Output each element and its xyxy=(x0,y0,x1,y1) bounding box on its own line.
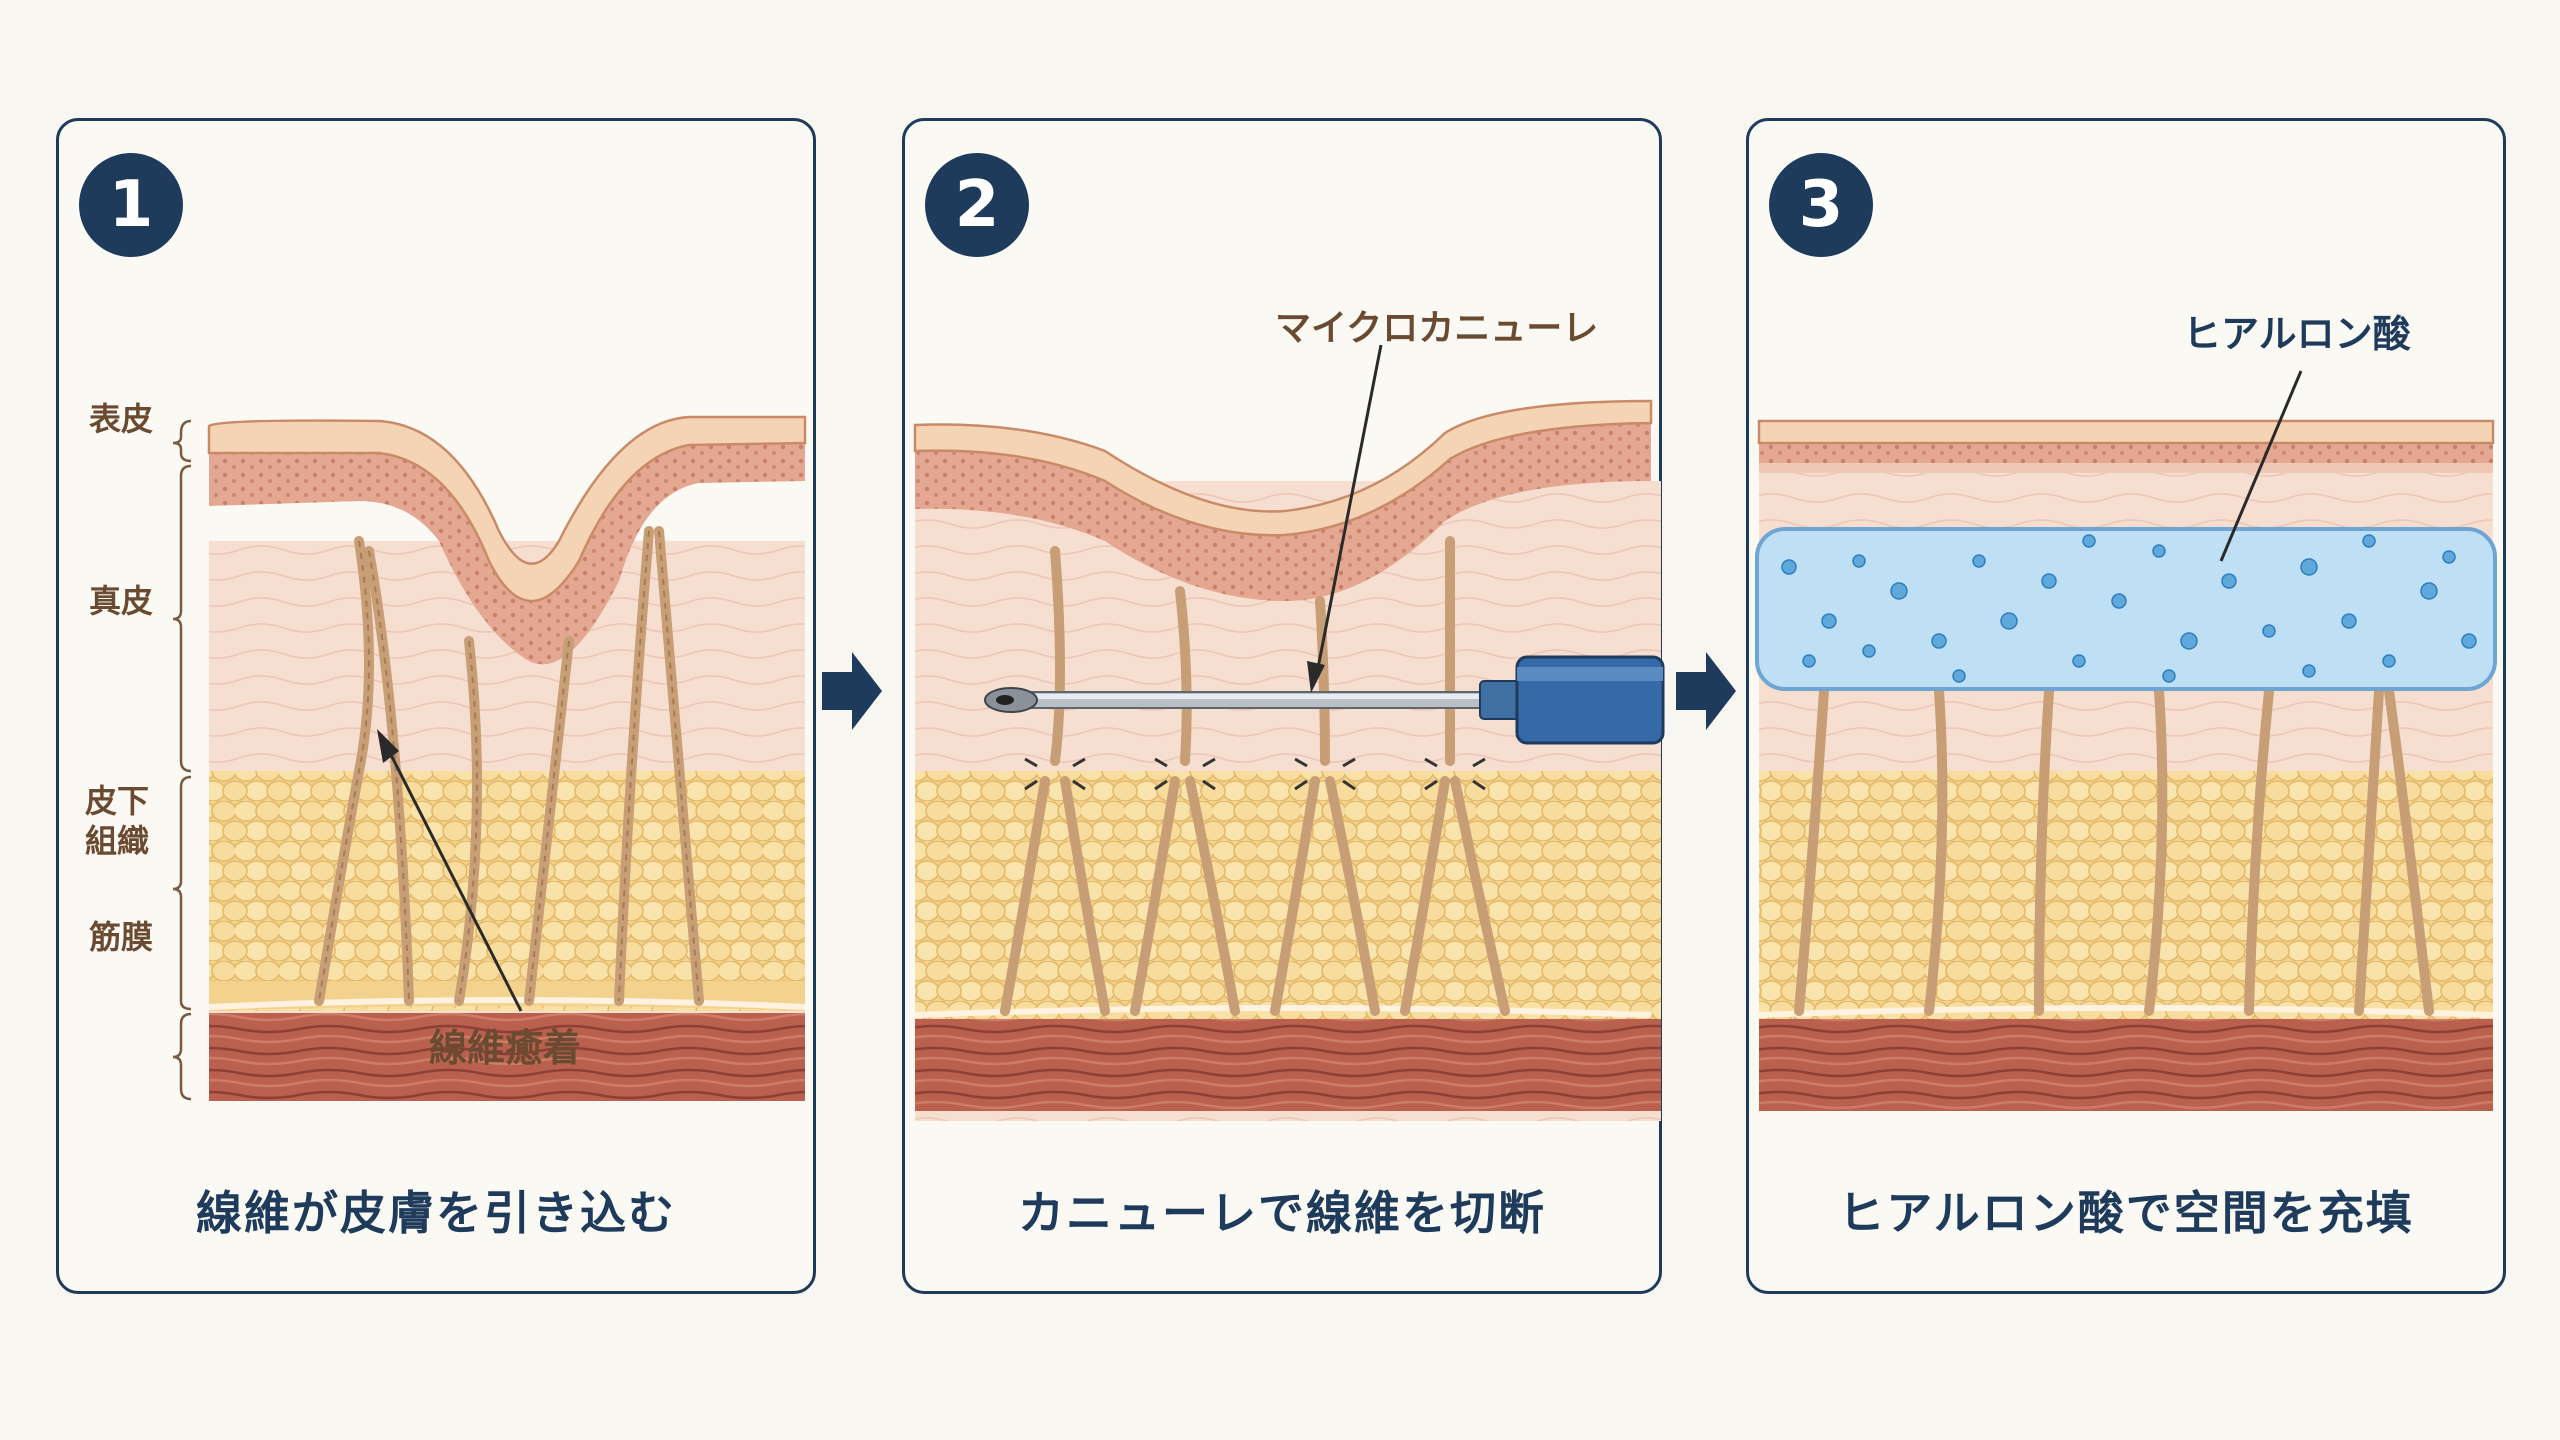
label-epidermis: 表皮 xyxy=(89,400,154,438)
step-number-badge: 3 xyxy=(1769,153,1873,257)
arrow-right-icon xyxy=(1676,652,1736,730)
step-number-badge: 1 xyxy=(79,153,183,257)
label-subcutis-line1: 皮下 xyxy=(85,782,150,820)
microcannula-label: マイクロカニューレ xyxy=(1275,308,1599,349)
label-subcutis-line2: 組織 xyxy=(85,822,150,860)
arrow-right-icon xyxy=(822,652,882,730)
skin-cross-section-filled xyxy=(1755,370,2497,1111)
fiber-adhesion-label: 線維癒着 xyxy=(429,1026,582,1070)
label-fascia: 筋膜 xyxy=(89,918,154,956)
step-2-panel: 2 xyxy=(902,118,1665,1294)
step-3-caption: ヒアルロン酸で空間を充填 xyxy=(1838,1186,2414,1240)
step-3-panel: 3 xyxy=(1746,118,2506,1294)
step-1-caption: 線維が皮膚を引き込む xyxy=(196,1186,676,1240)
step-2-caption: カニューレで線維を切断 xyxy=(1018,1186,1546,1240)
step-1-panel: 1 xyxy=(56,118,816,1294)
skin-cross-section-cannula xyxy=(913,344,1665,1121)
hyaluronic-acid-label: ヒアルロン酸 xyxy=(2183,312,2411,356)
skin-cross-section-dimple xyxy=(172,415,807,1101)
step-number-badge: 2 xyxy=(925,153,1029,257)
label-dermis: 真皮 xyxy=(89,582,154,620)
